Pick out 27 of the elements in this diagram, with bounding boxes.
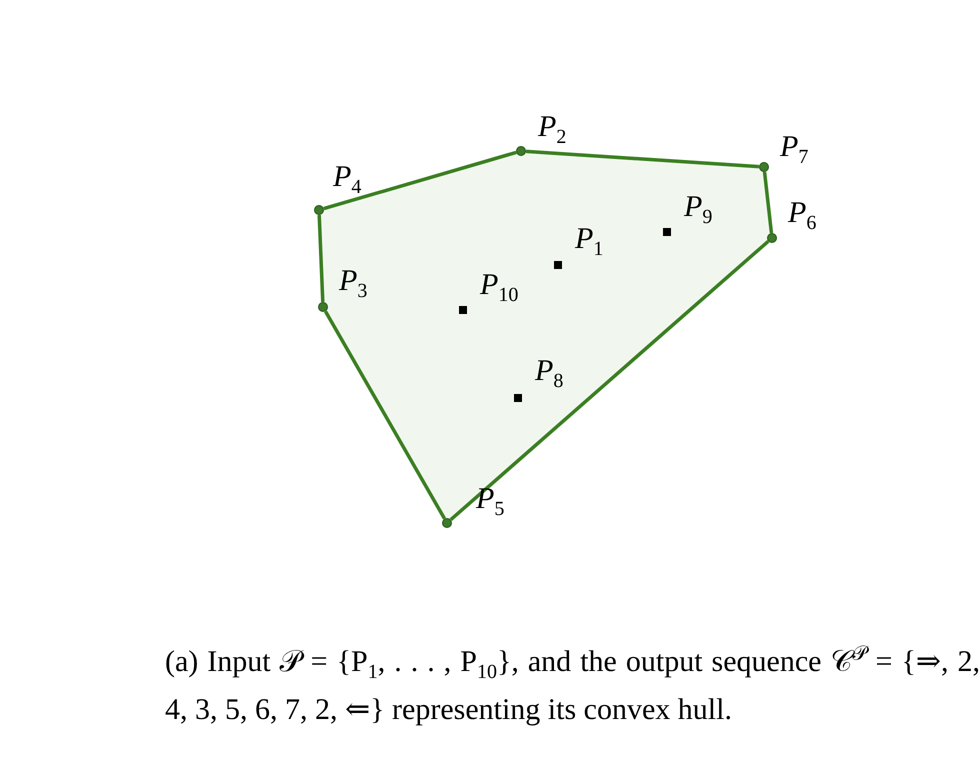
hull-edge xyxy=(762,172,774,234)
point-label: P$_{1}$ xyxy=(575,222,604,262)
interior-point-marker xyxy=(554,261,562,269)
hull-vertex-dot xyxy=(759,162,769,172)
interior-point-marker xyxy=(514,394,522,402)
hull-edge xyxy=(450,240,770,522)
hull-vertex-dot xyxy=(767,233,777,243)
point-label: P$_{8}$ xyxy=(535,354,564,394)
hull-vertex-dot xyxy=(318,302,328,312)
point-label: P$_{6}$ xyxy=(788,196,816,236)
point-label: P$_{3}$ xyxy=(339,264,368,304)
hull-vertex-dot xyxy=(516,146,526,156)
point-label: P$_{4}$ xyxy=(333,160,362,200)
point-label: P$_{10}$ xyxy=(480,268,518,308)
hull-edge xyxy=(526,150,760,168)
interior-point-marker xyxy=(663,228,671,236)
hull-edge xyxy=(317,214,325,302)
point-label: P$_{2}$ xyxy=(538,110,566,150)
point-label: P$_{7}$ xyxy=(780,130,808,170)
point-label: P$_{9}$ xyxy=(684,190,712,230)
hull-edge xyxy=(324,310,446,520)
hull-edge xyxy=(323,150,517,210)
hull-vertex-dot xyxy=(314,205,324,215)
interior-point-marker xyxy=(459,306,467,314)
point-label: P$_{5}$ xyxy=(476,482,504,522)
figure-caption: (a) Input 𝒫 = {P$_{1}$, . . . , P$_{10}$}, and the output sequence 𝒞$^{𝒫}$ = {⇒, 2, 4, 3, 5, 6, 7, 2, ⇐} representing its convex hull. xyxy=(165,642,980,728)
hull-vertex-dot xyxy=(442,518,452,528)
